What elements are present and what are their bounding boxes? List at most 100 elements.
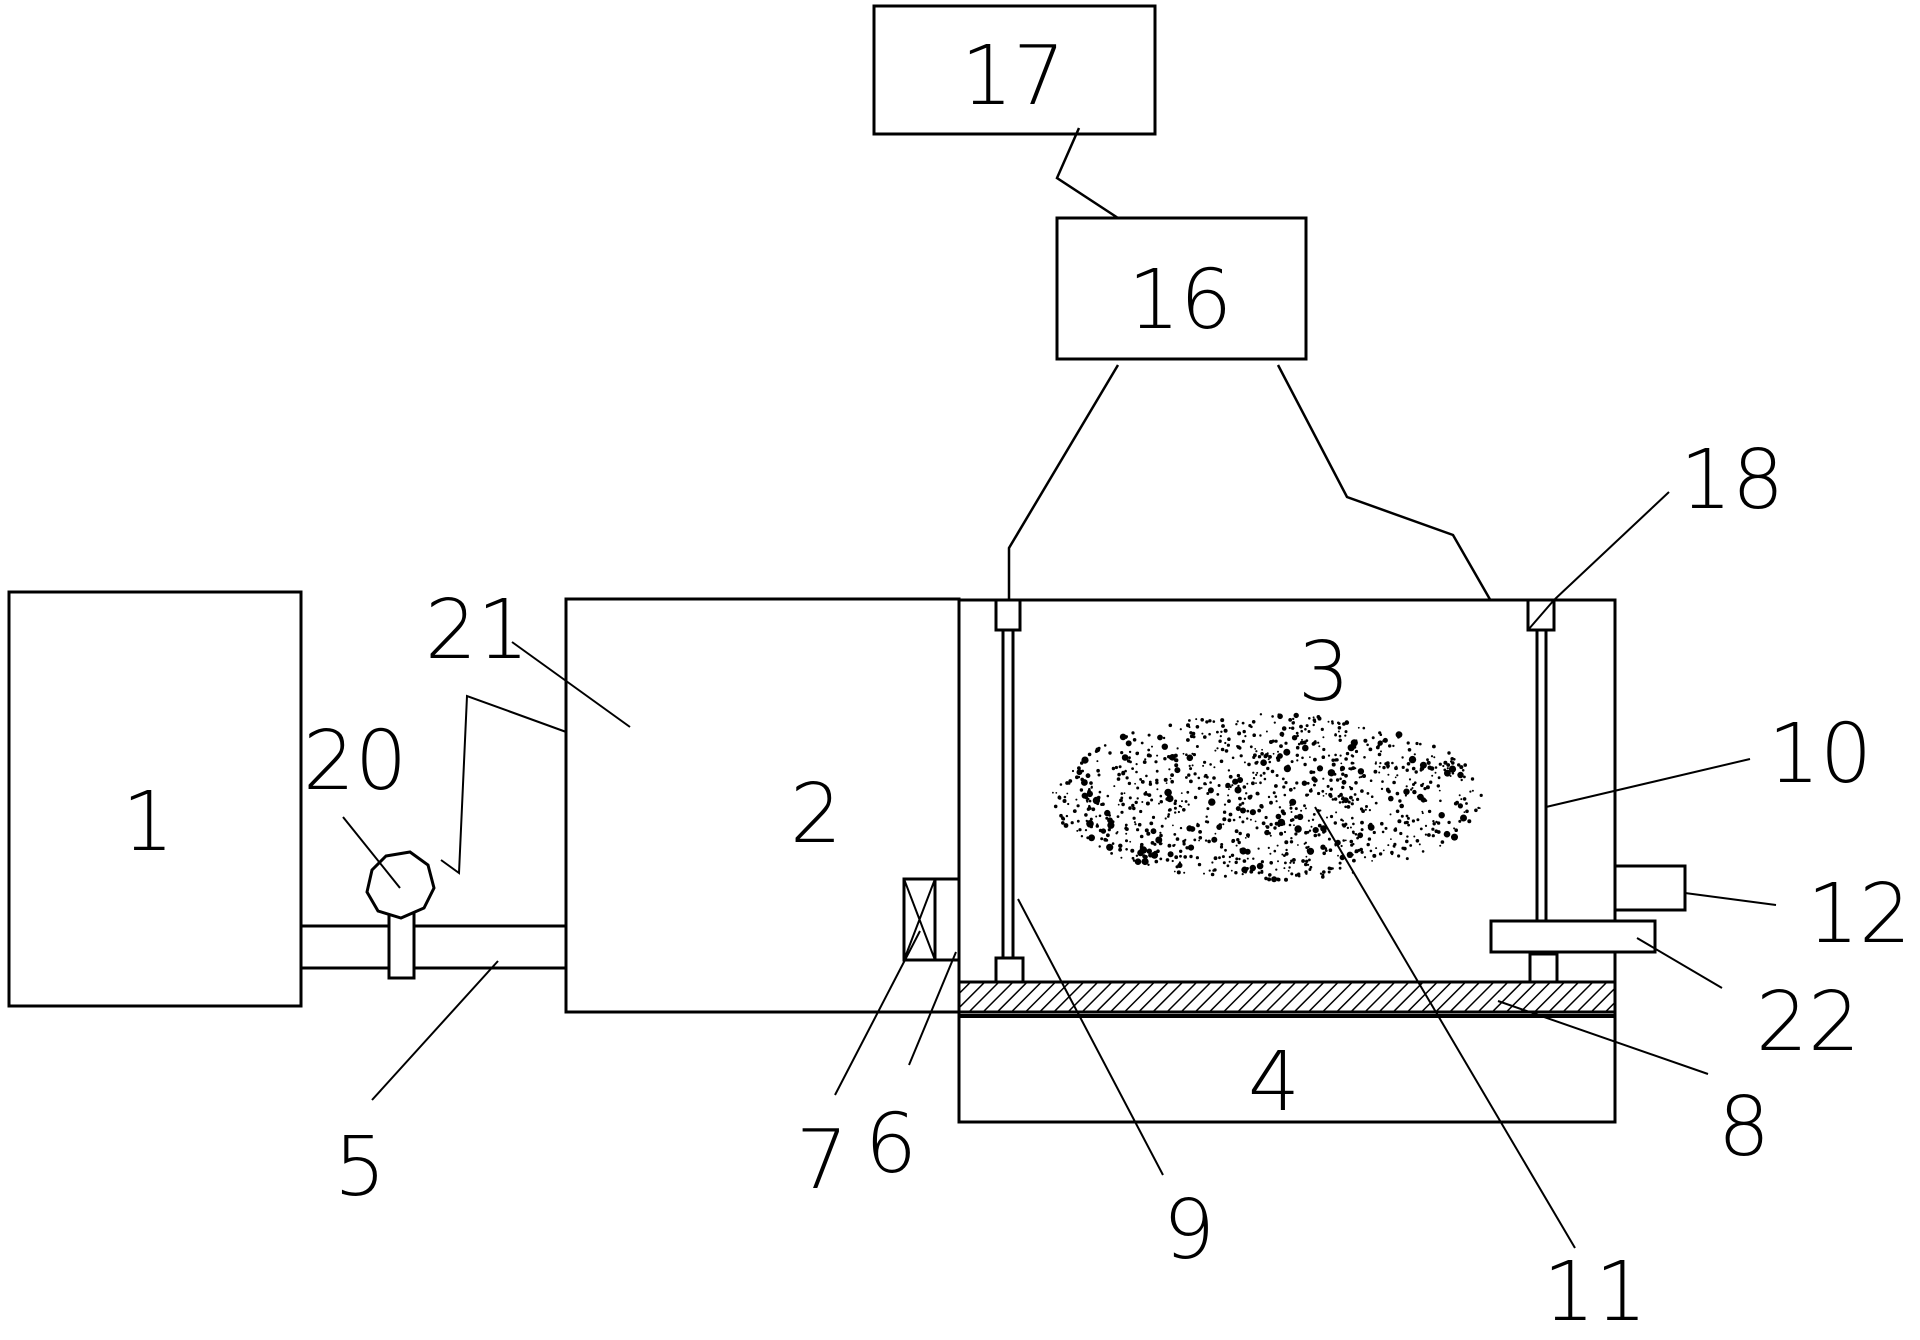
particle-dot — [1156, 788, 1159, 791]
particle-dot — [1265, 825, 1270, 829]
particle-dot — [1150, 828, 1157, 835]
particle-dot — [1399, 831, 1403, 836]
particle-dot — [1354, 767, 1357, 770]
particle-dot — [1300, 729, 1303, 733]
particle-dot — [1230, 853, 1235, 857]
particle-dot — [1271, 739, 1275, 743]
particle-dot — [1277, 878, 1281, 882]
particle-dot — [1331, 798, 1335, 801]
particle-dot — [1135, 763, 1138, 766]
particle-dot — [1252, 733, 1256, 737]
particle-dot — [1241, 721, 1245, 725]
particle-dot — [1139, 834, 1144, 839]
particle-dot — [1089, 781, 1093, 785]
particle-dot — [1246, 809, 1250, 813]
particle-dot — [1177, 810, 1180, 814]
particle-dot — [1125, 848, 1128, 851]
particle-dot — [1451, 833, 1458, 841]
particle-dot — [1131, 803, 1135, 808]
particle-dot — [1446, 763, 1451, 767]
particle-dot — [1281, 777, 1285, 781]
particle-dot — [1121, 754, 1129, 761]
particle-dot — [1404, 794, 1407, 797]
particle-dot — [1304, 728, 1307, 731]
particle-dot — [1075, 775, 1079, 780]
particle-dot — [1363, 738, 1368, 743]
particle-dot — [1297, 874, 1301, 878]
particle-dot — [1286, 764, 1290, 769]
particle-dot — [1252, 777, 1256, 780]
particle-dot — [1344, 734, 1347, 737]
particle-dot — [1334, 753, 1337, 757]
particle-dot — [1173, 753, 1178, 758]
particle-dot — [1305, 793, 1309, 797]
particle-dot — [1222, 861, 1226, 865]
particle-dot — [1306, 848, 1311, 853]
particle-dot — [1175, 865, 1179, 869]
particle-dot — [1409, 844, 1413, 847]
particle-dot — [1252, 755, 1256, 760]
particle-dot — [1427, 809, 1432, 814]
particle-dot — [1274, 784, 1278, 788]
particle-dot — [1084, 829, 1088, 832]
particle-dot — [1219, 759, 1224, 764]
particle-dot — [1425, 785, 1430, 790]
particle-dot — [1146, 793, 1149, 796]
particle-dot — [1275, 800, 1278, 803]
particle-dot — [1219, 845, 1224, 849]
particle-dot — [1329, 814, 1334, 819]
particle-dot — [1234, 829, 1239, 834]
particle-dot — [1338, 866, 1342, 870]
particle-dot — [1224, 741, 1227, 745]
particle-dot — [1268, 873, 1272, 877]
particle-dot — [1382, 765, 1386, 770]
particle-dot — [1354, 850, 1357, 854]
particle-dot — [1098, 845, 1101, 848]
particle-dot — [1205, 815, 1208, 818]
particle-dot — [1124, 769, 1127, 773]
particle-dot — [1059, 783, 1063, 786]
label-4: 4 — [1248, 1035, 1300, 1130]
particle-dot — [1114, 765, 1118, 770]
particle-dot — [1280, 809, 1285, 814]
particle-dot — [1227, 799, 1231, 803]
particle-dot — [1195, 718, 1198, 721]
leader-12 — [1684, 892, 1777, 906]
particle-dot — [1139, 778, 1142, 781]
particle-dot — [1266, 752, 1269, 755]
particle-dot — [1119, 733, 1127, 741]
particle-dot — [1088, 788, 1091, 791]
particle-dot — [1159, 857, 1163, 861]
particle-dot — [1247, 762, 1251, 767]
particle-dot — [1279, 831, 1284, 836]
particle-dot — [1274, 739, 1278, 743]
tray-22 — [1489, 919, 1657, 954]
particle-dot — [1249, 809, 1256, 816]
particle-dot — [1288, 718, 1293, 722]
particle-dot — [1268, 755, 1272, 759]
tank-2 — [564, 597, 961, 1014]
particle-dot — [1354, 781, 1358, 785]
particle-dot — [1374, 762, 1377, 765]
particle-dot — [1344, 757, 1348, 761]
particle-dot — [1429, 780, 1433, 784]
particle-dot — [1260, 860, 1264, 864]
particle-dot — [1260, 869, 1264, 873]
particle-dot — [1397, 854, 1401, 858]
particle-dot — [1342, 819, 1344, 822]
particle-dot — [1236, 838, 1240, 842]
particle-dot — [1097, 773, 1101, 777]
particle-dot — [1147, 863, 1150, 866]
particle-dot — [1327, 720, 1330, 723]
particle-dot — [1071, 769, 1075, 773]
leader-7 — [834, 930, 921, 1096]
particle-dot — [1415, 741, 1419, 746]
particle-dot — [1292, 858, 1296, 862]
particle-dot — [1313, 783, 1316, 787]
particle-dot — [1283, 867, 1286, 870]
particle-dot — [1363, 756, 1366, 759]
particle-dot — [1293, 824, 1295, 827]
particle-dot — [1287, 870, 1290, 872]
particle-dot — [1192, 753, 1196, 757]
particle-dot — [1447, 751, 1451, 755]
